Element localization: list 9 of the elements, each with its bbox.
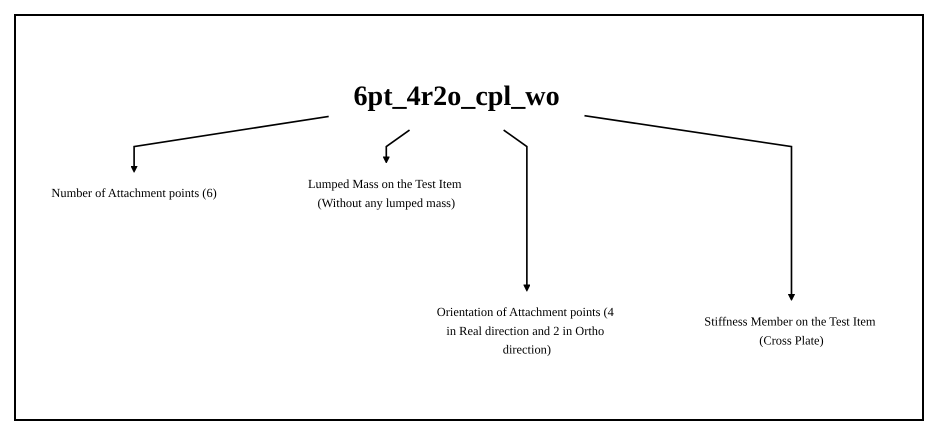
node-text: Stiffness Member on the Test Item (Cross Plate) bbox=[704, 315, 876, 348]
arrow bbox=[130, 116, 329, 173]
node-text: Number of Attachment points (6) bbox=[51, 187, 217, 201]
arrow bbox=[382, 129, 410, 164]
arrow bbox=[503, 129, 530, 292]
node-text: Lumped Mass on the Test Item (Without any lumped mass) bbox=[308, 178, 462, 210]
node-text: 6pt_4r2o_cpl_wo bbox=[353, 81, 560, 112]
arrow bbox=[584, 114, 796, 301]
node-text: Orientation of Attachment points (4 in Real direction and 2 in Ortho direction) bbox=[436, 306, 614, 357]
